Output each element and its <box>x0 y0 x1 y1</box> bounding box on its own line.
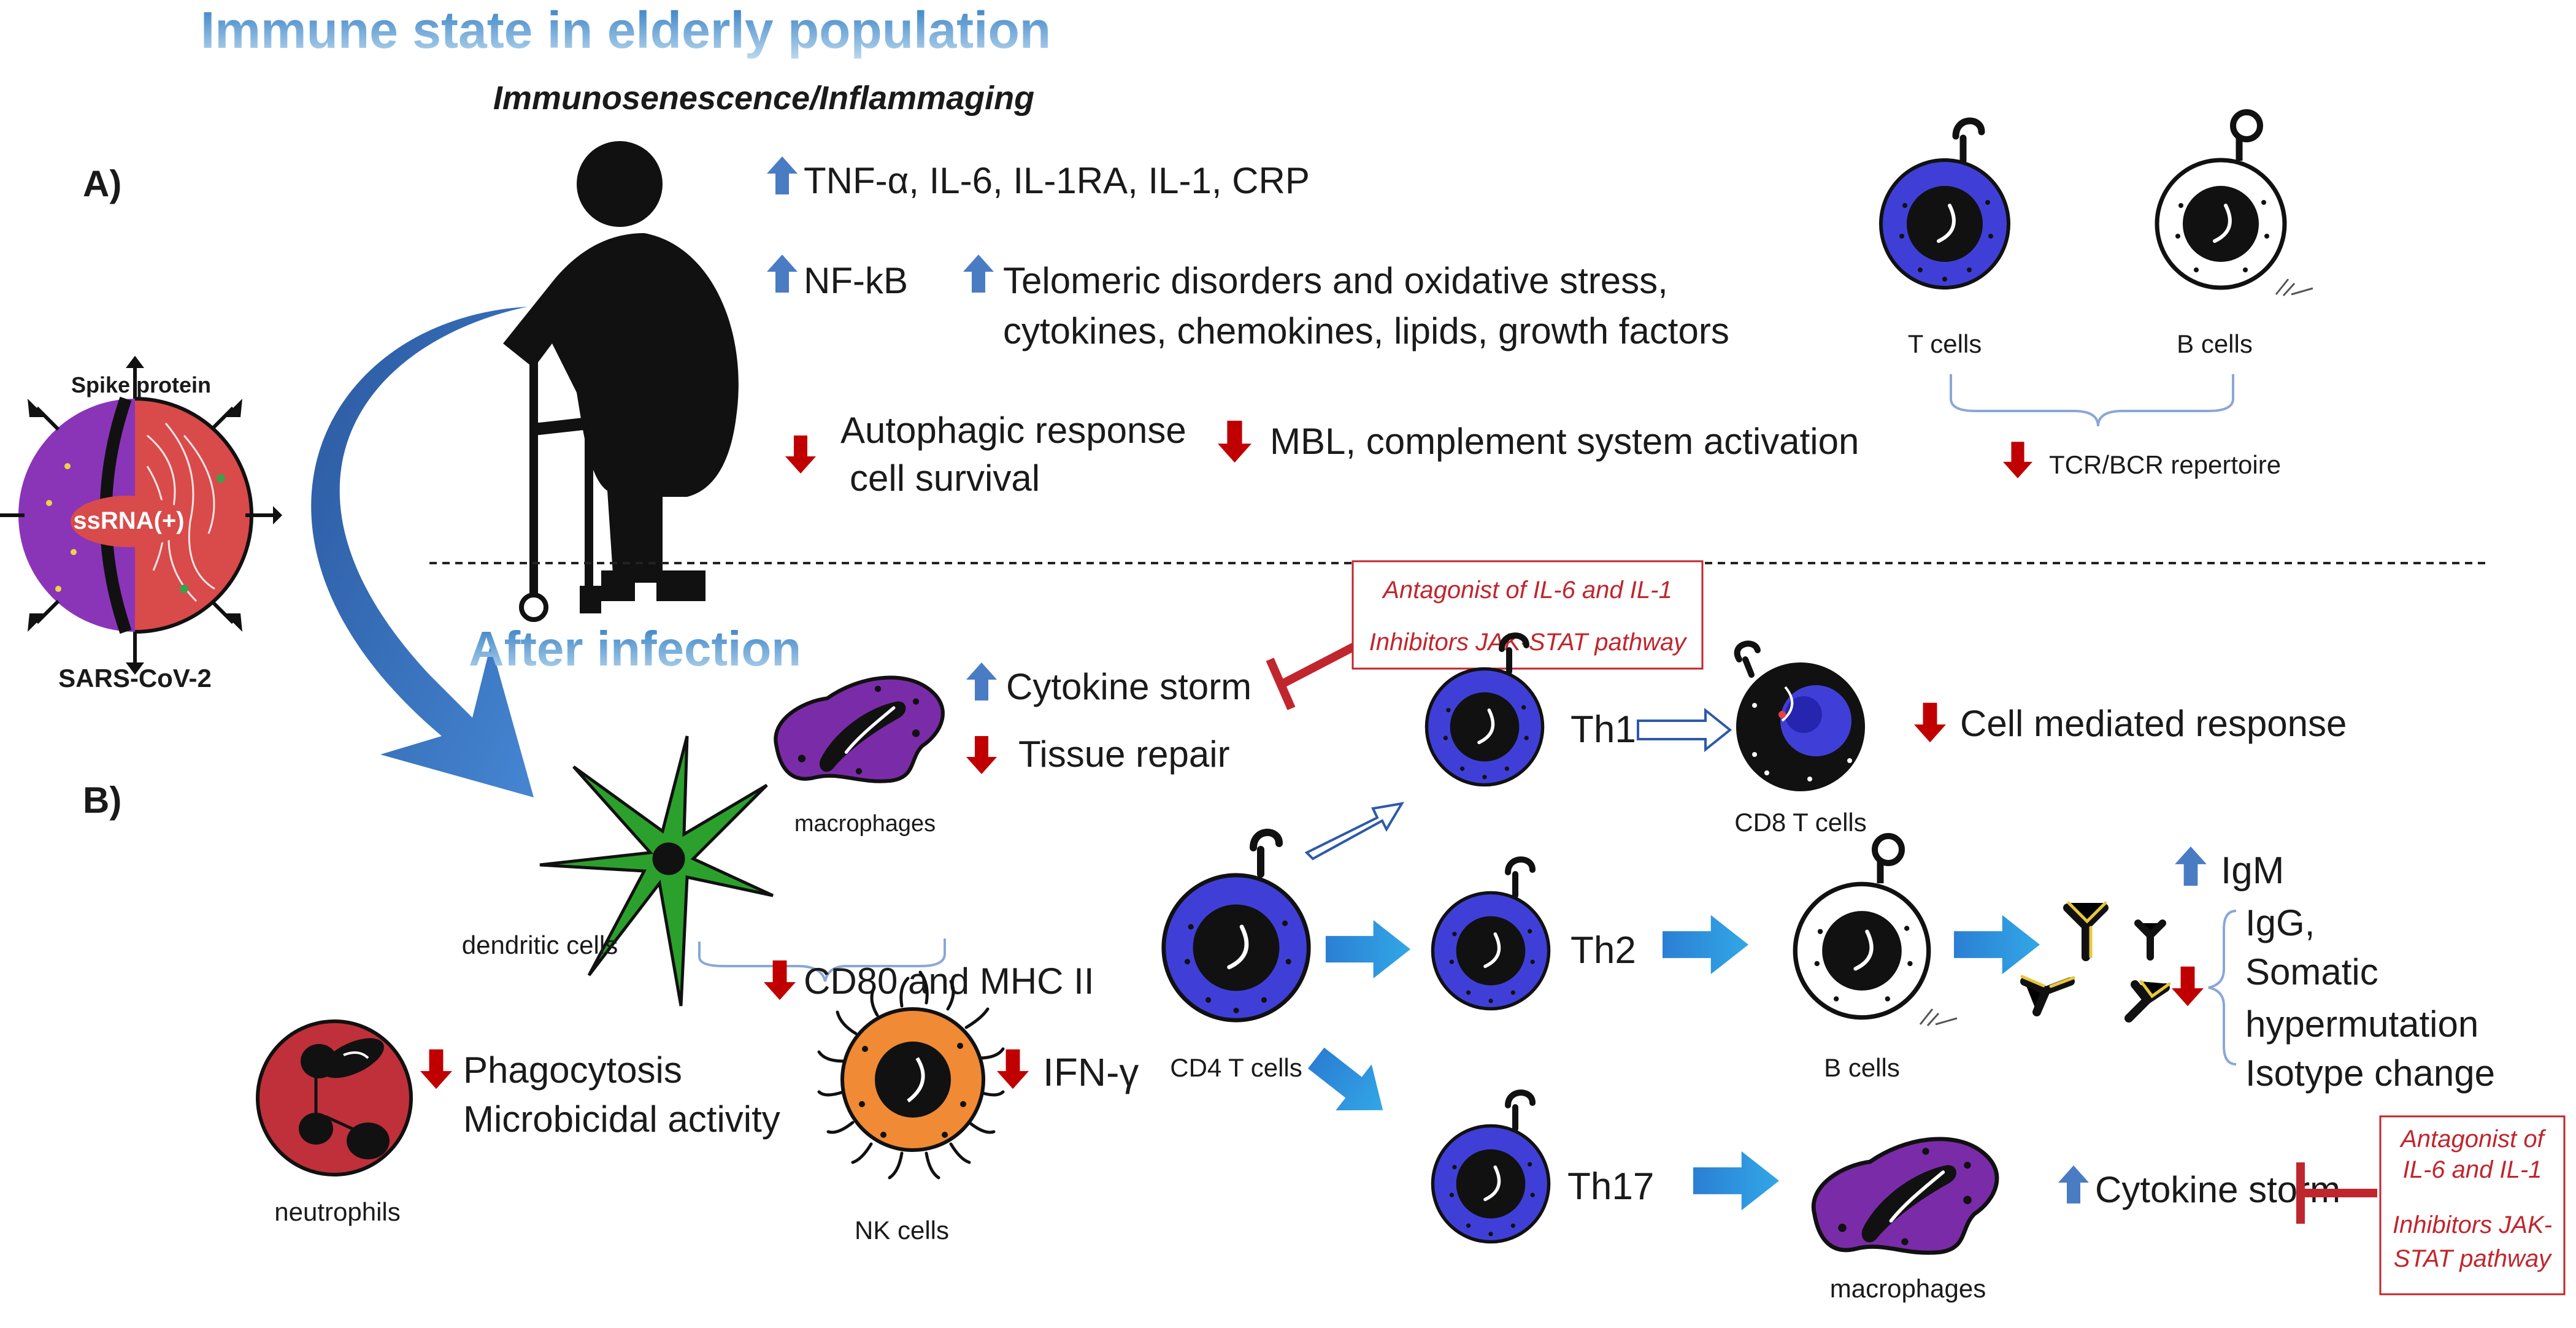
t-cells-label: T cells <box>1908 329 1982 358</box>
dendritic-cell-icon <box>539 735 774 1007</box>
b-cell-icon <box>2157 109 2313 297</box>
down-mbl-text: MBL, complement system activation <box>1270 421 1859 462</box>
diagram-title: Immune state in elderly population <box>201 1 1051 59</box>
inhibitor-top-line1: Antagonist of IL-6 and IL-1 <box>1382 577 1672 604</box>
bcell-to-antibody-arrow <box>1954 915 2040 975</box>
spike-protein-label: Spike protein <box>71 372 211 397</box>
th17-to-macrophage-arrow <box>1693 1151 1779 1211</box>
tissue-repair-text: Tissue repair <box>1018 734 1230 775</box>
up-nfkb-text: NF-kB <box>804 260 908 301</box>
up-arrow-icon <box>767 255 798 293</box>
cd8-label: CD8 T cells <box>1734 808 1867 837</box>
nk-cell-icon <box>817 970 1005 1180</box>
down-arrow-icon <box>997 1049 1029 1089</box>
th1-label: Th1 <box>1571 708 1636 751</box>
down-arrow-icon <box>2172 966 2204 1007</box>
cd4-t-cell-icon <box>1164 829 1309 1020</box>
ifn-gamma-text: IFN-γ <box>1043 1050 1139 1094</box>
inhibitor-bar-bottom <box>2296 1162 2377 1224</box>
cd80-bracket <box>698 938 946 982</box>
hypermutation-text: hypermutation <box>2245 1004 2478 1045</box>
b-cells-label: B cells <box>2177 329 2253 358</box>
igg-bracket <box>2208 910 2237 1065</box>
macrophage-icon <box>775 678 942 781</box>
igm-text: IgM <box>2221 850 2284 892</box>
repertoire-bracket <box>1950 374 2234 427</box>
up-arrow-icon <box>963 255 994 293</box>
cd4-to-th1-arrow <box>1304 802 1404 861</box>
cd4-to-th2-arrow <box>1325 920 1411 978</box>
down-arrow-icon <box>1218 420 1251 463</box>
cd4-to-th17-arrow <box>1298 1035 1401 1134</box>
macrophages-label: macrophages <box>794 811 936 837</box>
elderly-person-icon <box>503 141 739 622</box>
b-cell-icon <box>1795 833 1958 1027</box>
macrophages-label-2: macrophages <box>1830 1274 1986 1303</box>
cell-mediated-text: Cell mediated response <box>1960 703 2347 744</box>
ssrna-label: ssRNA(+) <box>73 507 184 534</box>
section-b-label: B) <box>83 780 121 821</box>
antibodies-icon <box>2020 901 2171 1023</box>
infection-curved-arrow <box>311 307 534 797</box>
down-arrow-icon <box>1914 702 1946 743</box>
macrophage-icon <box>1813 1139 1997 1253</box>
th2-cell-icon <box>1432 856 1548 1008</box>
down-autophagic-line2: cell survival <box>850 458 1040 499</box>
up-arrow-icon <box>2058 1165 2089 1203</box>
isotype-change-text: Isotype change <box>2245 1053 2495 1094</box>
inhibitor-box-bottom <box>2379 1115 2566 1295</box>
th2-to-bcell-arrow <box>1663 915 1748 975</box>
down-arrow-icon <box>2003 442 2032 478</box>
inhibitor-bottom-line3: Inhibitors JAK- <box>2393 1211 2552 1238</box>
down-arrow-icon <box>785 436 816 474</box>
th1-to-cd8-arrow <box>1637 707 1732 753</box>
cd80-text: CD80 and MHC II <box>804 961 1094 1002</box>
inhibitor-bottom-line4: STAT pathway <box>2394 1245 2553 1272</box>
inhibitor-bottom-line1: Antagonist of <box>2399 1126 2546 1153</box>
inhibitor-bar-top <box>1266 640 1361 710</box>
th17-label: Th17 <box>1567 1165 1654 1208</box>
somatic-text: Somatic <box>2245 951 2378 992</box>
neutrophils-label: neutrophils <box>274 1197 400 1226</box>
th1-cell-icon <box>1426 632 1542 785</box>
up-telomeric-line2: cytokines, chemokines, lipids, growth fa… <box>1003 310 1729 351</box>
microbicidal-text: Microbicidal activity <box>463 1099 780 1140</box>
dendritic-cells-label: dendritic cells <box>462 931 618 959</box>
down-arrow-icon <box>966 736 997 774</box>
inhibitor-bottom-line2: IL-6 and IL-1 <box>2403 1156 2542 1183</box>
down-arrow-icon <box>420 1049 452 1089</box>
after-infection-title: After infection <box>469 621 801 676</box>
cytokine-storm-text: Cytokine storm <box>1006 666 1251 707</box>
th17-cell-icon <box>1432 1089 1548 1242</box>
virus-name-label: SARS-CoV-2 <box>58 664 212 693</box>
up-arrow-icon <box>767 156 798 194</box>
neutrophil-icon <box>256 1019 413 1176</box>
cd4-label: CD4 T cells <box>1170 1053 1302 1082</box>
section-a-label: A) <box>83 163 121 204</box>
nk-cells-label: NK cells <box>855 1216 949 1245</box>
diagram-subtitle: Immunosenescence/Inflammaging <box>493 80 1034 117</box>
up-telomeric-line1: Telomeric disorders and oxidative stress… <box>1003 260 1668 301</box>
repertoire-text: TCR/BCR repertoire <box>2049 450 2281 479</box>
t-cell-icon <box>1881 117 2009 288</box>
phagocytosis-text: Phagocytosis <box>463 1050 682 1091</box>
b-cells-label-b: B cells <box>1824 1053 1900 1082</box>
cd8-t-cell-icon <box>1734 640 1865 791</box>
sars-cov-2-virus-icon <box>0 356 282 675</box>
th2-label: Th2 <box>1571 929 1636 972</box>
igg-text: IgG, <box>2245 902 2315 943</box>
up-arrow-icon <box>966 662 997 700</box>
up-arrow-icon <box>2175 846 2207 886</box>
inhibitor-box-top <box>1351 560 1704 670</box>
down-autophagic-line1: Autophagic response <box>840 410 1186 451</box>
up-cytokines-text: TNF-α, IL-6, IL-1RA, IL-1, CRP <box>804 160 1310 201</box>
